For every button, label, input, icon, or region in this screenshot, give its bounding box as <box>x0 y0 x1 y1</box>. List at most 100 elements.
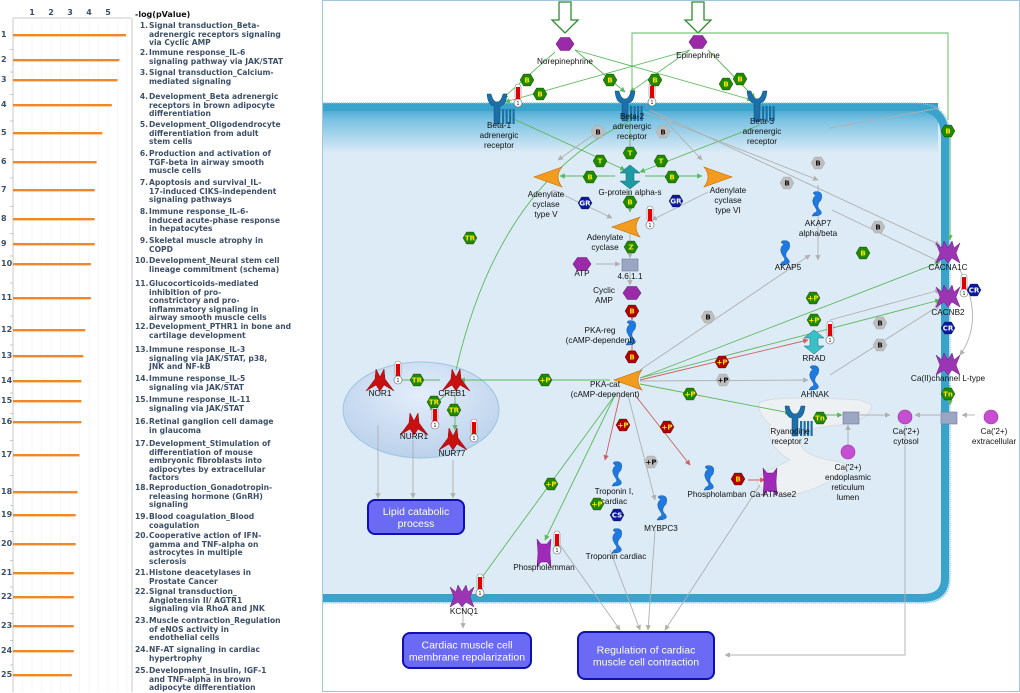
interaction-badge-cr[interactable]: CR <box>966 283 982 297</box>
interaction-badge-p[interactable]: +P <box>643 455 659 469</box>
interaction-badge-cs[interactable]: CS <box>609 508 625 522</box>
pathway-list-item[interactable]: 1.Signal transduction_Beta-adrenergic re… <box>135 21 320 48</box>
pathway-list-item[interactable]: 20.Cooperative action of IFN-gamma and T… <box>135 531 320 566</box>
thermometer-fill <box>516 87 520 100</box>
interaction-badge-b[interactable]: B <box>519 73 535 87</box>
interaction-badge-b[interactable]: B <box>532 87 548 101</box>
badge-text: B <box>537 91 542 99</box>
interaction-badge-b[interactable]: B <box>602 73 618 87</box>
interaction-badge-p[interactable]: +P <box>806 313 822 327</box>
interaction-badge-t[interactable]: T <box>592 154 608 168</box>
interaction-badge-b[interactable]: B <box>872 338 888 352</box>
interaction-badge-p[interactable]: +P <box>714 355 730 369</box>
interaction-badge-b[interactable]: B <box>590 125 606 139</box>
interaction-badge-tr[interactable]: TR <box>426 395 442 409</box>
pathway-rank: 14. <box>135 374 149 383</box>
interaction-badge-b[interactable]: B <box>730 472 746 486</box>
interaction-badge-p[interactable]: +P <box>537 373 553 387</box>
badge-text: B <box>737 76 742 84</box>
badge-shape <box>872 316 888 330</box>
interaction-badge-t[interactable]: T <box>653 154 669 168</box>
interaction-badge-b[interactable]: B <box>664 170 680 184</box>
interaction-badge-p[interactable]: +P <box>615 418 631 432</box>
interaction-badge-b[interactable]: B <box>779 176 795 190</box>
interaction-badge-b[interactable]: B <box>940 124 956 138</box>
adcy-label: cyclase <box>591 243 619 252</box>
badge-text: B <box>524 77 529 85</box>
ca-er-lumen-node <box>840 444 856 460</box>
interaction-badge-p[interactable]: +P <box>589 497 605 511</box>
interaction-badge-t[interactable]: T <box>622 146 638 160</box>
interaction-badge-b[interactable]: B <box>718 77 734 91</box>
interaction-badge-tn[interactable]: Tn <box>812 411 828 425</box>
pathway-list-item[interactable]: 18.Reproduction_Gonadotropin-releasing h… <box>135 483 320 510</box>
interaction-badge-b[interactable]: B <box>855 246 871 260</box>
pathway-rank: 15. <box>135 395 149 404</box>
interaction-badge-b[interactable]: B <box>810 156 826 170</box>
badge-shape <box>623 240 639 254</box>
pka-cat-node <box>613 369 643 391</box>
edge <box>574 49 753 102</box>
interaction-badge-p[interactable]: +P <box>715 373 731 387</box>
interaction-badge-b[interactable]: B <box>582 170 598 184</box>
badge-text: TR <box>429 399 440 407</box>
pathway-list-item[interactable]: 7.Apoptosis and survival_IL-17-induced C… <box>135 178 320 205</box>
interaction-badge-p[interactable]: +P <box>659 420 675 434</box>
interaction-badge-p[interactable]: +P <box>543 477 559 491</box>
pathway-list-item[interactable]: 8.Immune response_IL-6-induced acute-pha… <box>135 207 320 234</box>
interaction-badge-b[interactable]: B <box>647 73 663 87</box>
interaction-badge-gr[interactable]: GR <box>577 196 593 210</box>
interaction-badge-cr[interactable]: CR <box>940 321 956 335</box>
interaction-badge-b[interactable]: B <box>872 316 888 330</box>
category-label: 3 <box>1 75 7 84</box>
phospholemman-label: Phospholemman <box>513 563 575 572</box>
x-tick-label: 1 <box>29 8 35 17</box>
nor1-expression-thermometer: 1 <box>393 360 403 385</box>
badge-text: +P <box>718 377 729 385</box>
pathway-list-item[interactable]: 3.Signal transduction_Calcium-mediated s… <box>135 68 320 86</box>
category-label: 19 <box>1 510 13 519</box>
badge-shape <box>806 313 822 327</box>
interaction-badge-b[interactable]: B <box>655 125 671 139</box>
interaction-badge-b[interactable]: B <box>622 195 638 209</box>
interaction-badge-b[interactable]: B <box>624 350 640 364</box>
interaction-badge-b[interactable]: B <box>700 310 716 324</box>
interaction-badge-tr[interactable]: TR <box>462 231 478 245</box>
interaction-badge-p[interactable]: +P <box>805 291 821 305</box>
interaction-badge-b[interactable]: B <box>870 220 886 234</box>
interaction-badge-z[interactable]: Z <box>623 240 639 254</box>
interaction-badge-p[interactable]: +P <box>682 387 698 401</box>
badge-shape <box>940 124 956 138</box>
category-label: 17 <box>1 450 12 459</box>
interaction-badge-tr[interactable]: TR <box>409 373 425 387</box>
interaction-badge-b[interactable]: B <box>624 304 640 318</box>
interaction-badge-tr[interactable]: TR <box>446 403 462 417</box>
interaction-badge-tn[interactable]: Tn <box>940 387 956 401</box>
interaction-badge-gr[interactable]: GR <box>668 194 684 208</box>
pathway-list-item[interactable]: 22.Signal transduction_Angiotensin II/ A… <box>135 587 320 614</box>
interaction-badge-b[interactable]: B <box>732 72 748 86</box>
